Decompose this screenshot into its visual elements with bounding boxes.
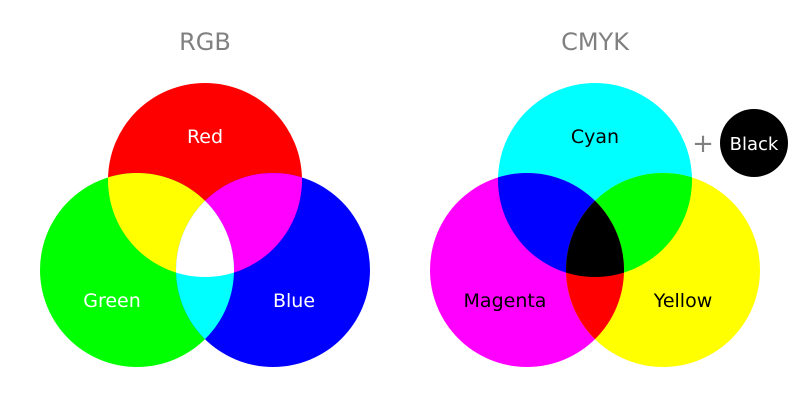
cyan-label: Cyan <box>571 126 619 148</box>
red-label: Red <box>187 126 223 148</box>
magenta-label: Magenta <box>464 290 547 312</box>
blue-label: Blue <box>273 290 315 312</box>
cmyk-model: CMYK Cyan Magenta Yellow + Black <box>430 28 788 367</box>
yellow-label: Yellow <box>653 290 713 312</box>
black-circle <box>720 109 788 177</box>
rgb-title: RGB <box>179 28 231 56</box>
cmyk-title: CMYK <box>561 28 630 56</box>
plus-sign: + <box>692 129 714 159</box>
rgb-model: RGB Red Green Blue <box>40 28 370 367</box>
green-label: Green <box>83 290 141 312</box>
black-label: Black <box>730 134 779 155</box>
